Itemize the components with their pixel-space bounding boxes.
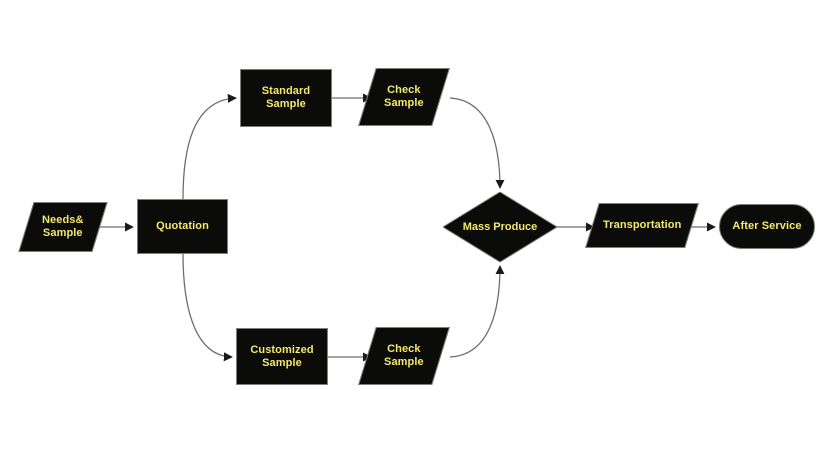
node-after-service-label: After Service (732, 220, 802, 233)
node-needs-sample[interactable]: Needs& Sample (18, 202, 108, 252)
node-standard-sample[interactable]: Standard Sample (240, 69, 332, 127)
edge-check-sample-top-to-mass-produce (449, 97, 505, 189)
node-check-sample-bottom[interactable]: Check Sample (358, 327, 450, 385)
node-needs-sample-label: Needs& Sample (42, 214, 84, 239)
node-check-sample-top-label: Check Sample (384, 84, 424, 109)
node-transportation[interactable]: Transportation (585, 203, 699, 248)
node-transportation-label: Transportation (602, 219, 682, 232)
node-check-sample-bottom-label: Check Sample (384, 343, 424, 368)
node-customized-sample-label: Customized Sample (250, 343, 314, 369)
node-standard-sample-label: Standard Sample (261, 85, 311, 110)
node-quotation-label: Quotation (156, 220, 209, 233)
node-quotation[interactable]: Quotation (137, 199, 228, 254)
edge-quotation-to-standard-sample (182, 93, 237, 200)
node-customized-sample[interactable]: Customized Sample (236, 328, 328, 385)
diamond-shape (443, 192, 557, 262)
node-mass-produce[interactable]: Mass Produce (443, 192, 557, 262)
node-after-service[interactable]: After Service (719, 204, 815, 249)
edge-check-sample-bot-to-mass-produce (449, 265, 505, 358)
node-check-sample-top[interactable]: Check Sample (358, 68, 450, 126)
edge-quotation-to-customized-sample (182, 253, 233, 362)
node-mass-produce-label: Mass Produce (462, 221, 538, 233)
